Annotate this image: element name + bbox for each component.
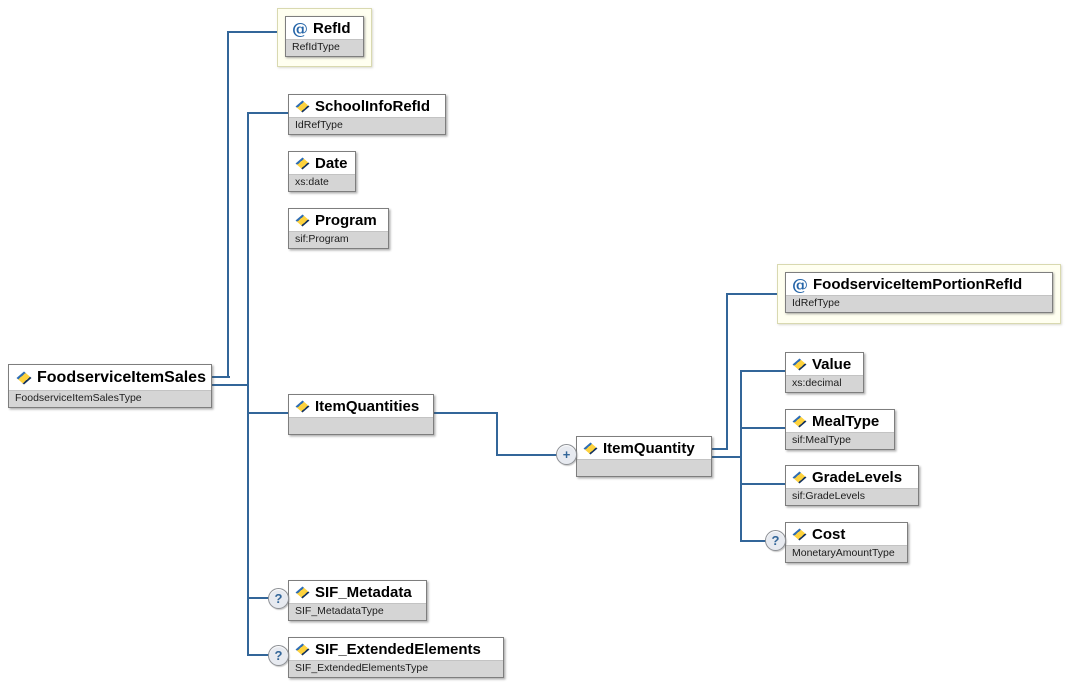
- connector: [249, 654, 270, 656]
- node-name: Date: [315, 155, 348, 172]
- node-type: FoodserviceItemSalesType: [9, 390, 211, 407]
- node-foodservice-item-sales[interactable]: FoodserviceItemSales FoodserviceItemSale…: [8, 364, 212, 408]
- node-type: [577, 459, 711, 476]
- connector: [249, 412, 288, 414]
- node-name: Value: [812, 356, 852, 373]
- element-icon: [792, 471, 807, 484]
- node-item-quantity[interactable]: ItemQuantity: [576, 436, 712, 477]
- connector: [741, 427, 785, 429]
- node-school-info-ref-id[interactable]: SchoolInfoRefId IdRefType: [288, 94, 446, 135]
- node-name: SchoolInfoRefId: [315, 98, 430, 115]
- connector: [496, 412, 498, 456]
- node-name: GradeLevels: [812, 469, 903, 486]
- node-cost[interactable]: Cost MonetaryAmountType: [785, 522, 908, 563]
- node-type: SIF_ExtendedElementsType: [289, 660, 503, 677]
- node-program[interactable]: Program sif:Program: [288, 208, 389, 249]
- element-icon: [295, 586, 310, 599]
- optional-badge: ?: [268, 645, 289, 666]
- optional-badge: ?: [765, 530, 786, 551]
- connector: [496, 454, 557, 456]
- element-icon: [295, 643, 310, 656]
- connector: [249, 597, 270, 599]
- repeat-badge: +: [556, 444, 577, 465]
- node-type: IdRefType: [786, 295, 1052, 312]
- node-type: MonetaryAmountType: [786, 545, 907, 562]
- connector: [212, 384, 249, 386]
- element-icon: [792, 415, 807, 428]
- connector: [741, 540, 767, 542]
- connector: [227, 31, 229, 378]
- connector: [434, 412, 498, 414]
- element-icon: [792, 358, 807, 371]
- node-name: FoodserviceItemPortionRefId: [813, 276, 1023, 293]
- optional-badge: ?: [268, 588, 289, 609]
- element-icon: [295, 400, 310, 413]
- node-type: sif:Program: [289, 231, 388, 248]
- node-name: Program: [315, 212, 377, 229]
- connector: [740, 370, 742, 542]
- attribute-icon: @: [292, 18, 308, 38]
- attr-ref-id[interactable]: @ RefId RefIdType: [285, 16, 364, 57]
- node-name: RefId: [313, 20, 351, 37]
- node-date[interactable]: Date xs:date: [288, 151, 356, 192]
- attribute-container: @ FoodserviceItemPortionRefId IdRefType: [777, 264, 1061, 324]
- connector: [741, 370, 785, 372]
- node-name: ItemQuantity: [603, 440, 695, 457]
- node-type: IdRefType: [289, 117, 445, 134]
- node-type: xs:decimal: [786, 375, 863, 392]
- node-sif-metadata[interactable]: SIF_Metadata SIF_MetadataType: [288, 580, 427, 621]
- node-name: Cost: [812, 526, 846, 543]
- connector: [249, 112, 288, 114]
- connector: [741, 483, 785, 485]
- node-name: ItemQuantities: [315, 398, 420, 415]
- node-name: FoodserviceItemSales: [37, 369, 206, 386]
- element-icon: [295, 100, 310, 113]
- connector: [212, 376, 230, 378]
- connector: [712, 448, 728, 450]
- node-type: SIF_MetadataType: [289, 603, 426, 620]
- node-item-quantities[interactable]: ItemQuantities: [288, 394, 434, 435]
- node-value[interactable]: Value xs:decimal: [785, 352, 864, 393]
- element-icon: [583, 442, 598, 455]
- node-meal-type[interactable]: MealType sif:MealType: [785, 409, 895, 450]
- node-grade-levels[interactable]: GradeLevels sif:GradeLevels: [785, 465, 919, 506]
- node-sif-extended-elements[interactable]: SIF_ExtendedElements SIF_ExtendedElement…: [288, 637, 504, 678]
- attr-foodservice-item-portion-ref-id[interactable]: @ FoodserviceItemPortionRefId IdRefType: [785, 272, 1053, 313]
- element-icon: [792, 528, 807, 541]
- connector: [727, 293, 777, 295]
- connector: [229, 31, 277, 33]
- element-icon: [295, 157, 310, 170]
- node-type: RefIdType: [286, 39, 363, 56]
- element-icon: [295, 214, 310, 227]
- node-type: sif:GradeLevels: [786, 488, 918, 505]
- node-type: [289, 417, 433, 434]
- element-icon: [16, 371, 32, 385]
- connector: [247, 112, 249, 656]
- attribute-icon: @: [792, 274, 808, 294]
- node-name: SIF_Metadata: [315, 584, 412, 601]
- attribute-container: @ RefId RefIdType: [277, 8, 372, 67]
- node-name: MealType: [812, 413, 880, 430]
- connector: [712, 456, 742, 458]
- connector: [726, 293, 728, 450]
- node-name: SIF_ExtendedElements: [315, 641, 481, 658]
- node-type: xs:date: [289, 174, 355, 191]
- node-type: sif:MealType: [786, 432, 894, 449]
